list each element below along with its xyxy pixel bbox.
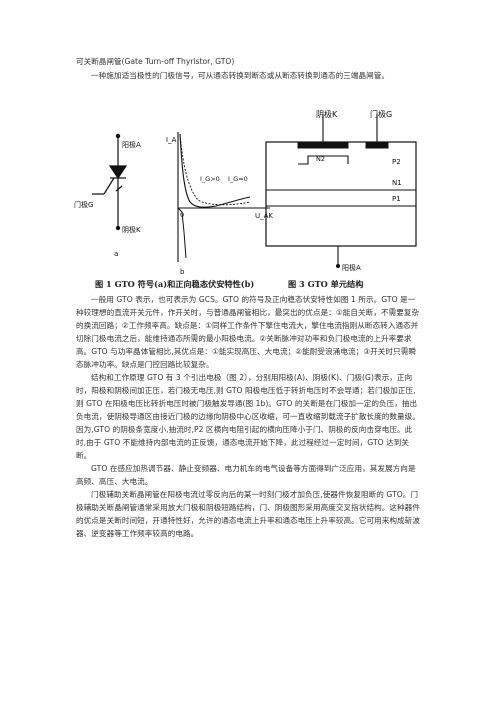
paragraph-3: GTO 在感应加热调节器、静止变频器、电力机车的电气设备等方面得到广泛应用，其发… [76, 464, 416, 486]
fig3-gate-label: 门极G [370, 109, 392, 119]
fig3-layer-p1: P1 [392, 195, 401, 203]
fig1-curve-ig-zero: I_G=0 [228, 175, 248, 183]
figure-3-caption: 图 3 GTO 单元结构 [288, 279, 364, 289]
body-paragraphs: 一般用 GTO 表示，也可表示为 GCS。GTO 的符号及正向稳态伏安特性如图 … [76, 293, 422, 540]
fig1-anode-label: 阳极A [122, 140, 141, 149]
intro-paragraph: 一种施加适当极性的门极信号，可从通态转换到断态或从断态转换到通态的三端晶闸管。 [76, 69, 422, 82]
page-title: 可关断晶闸管(Gate Turn-off Thyristor, GTO) [76, 57, 235, 66]
fig3-layer-n2: N2 [316, 155, 325, 163]
iv-characteristic [177, 132, 270, 262]
fig1-curve-ig-positive: I_G>0 [200, 175, 220, 183]
fig1-y-axis-label: I_A [166, 136, 177, 144]
paragraph-1: 一般用 GTO 表示，也可表示为 GCS。GTO 的符号及正向稳态伏安特性如图 … [76, 295, 420, 369]
fig1-gate-label: 门极G [74, 200, 93, 209]
fig1-label-b: b [180, 268, 185, 276]
fig1-origin-label: 0 [180, 211, 184, 219]
fig3-anode-label: 阳极A [342, 263, 361, 272]
paragraph-2: 结构和工作原理 GTO 有 3 个引出电极（图 2），分别用阳极(A)、阴极(K… [76, 373, 420, 460]
figure-1-diagram: 阳极A 门极G 阴极K a I_A U_AK 0 I_G>0 I_G=0 b [74, 132, 273, 276]
figure-3-diagram: 阴极K 门极G N2 P2 N1 P1 阳极A [265, 109, 417, 272]
intro-text: 一种施加适当极性的门极信号，可从通态转换到断态或从断态转换到通态的三端晶闸管。 [91, 71, 390, 80]
fig1-label-a: a [114, 250, 118, 258]
gto-cell-structure [265, 114, 417, 268]
fig3-layer-n1: N1 [392, 179, 402, 187]
cathode-metal [297, 141, 349, 149]
fig3-layer-p2: P2 [392, 158, 401, 166]
paragraph-4: 门极辅助关断晶闸管在阳极电流过零反向后的某一时刻门极才加负压,使器件恢复阻断的 … [76, 490, 420, 538]
figure-1-caption: 图 1 GTO 符号(a)和正向稳态伏安特性(b) [95, 279, 255, 289]
diode-triangle [108, 165, 128, 180]
gto-symbol [92, 133, 128, 231]
gate-metal [365, 141, 389, 149]
fig1-cathode-label: 阴极K [122, 225, 141, 234]
fig1-x-axis-label: U_AK [255, 212, 273, 220]
fig3-cathode-label: 阴极K [316, 109, 338, 119]
